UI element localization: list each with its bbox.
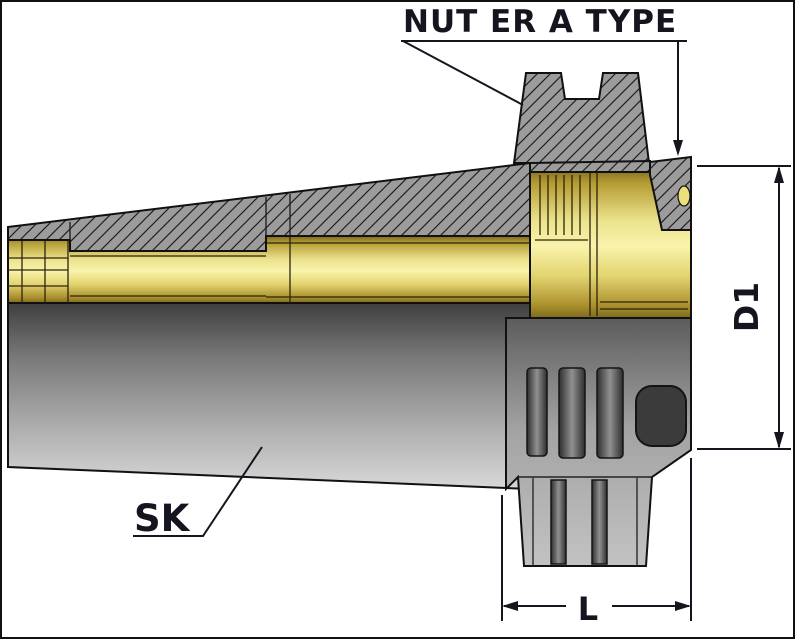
collet-seam-lines (589, 170, 598, 316)
flange-bore-lines (266, 236, 530, 303)
down-arrowhead-icon (774, 432, 784, 449)
mid-bore-lines (70, 255, 266, 297)
l-label: L (578, 590, 598, 628)
right-arrowhead-icon (675, 601, 691, 611)
bottom-edge-lines (532, 478, 638, 566)
thread-lines (535, 175, 588, 241)
hatch-cone-shape (7, 161, 531, 252)
bottom-slot-1 (550, 479, 567, 565)
sk-leader-line (133, 446, 263, 537)
taper-body (7, 302, 531, 491)
er-nut-body (505, 317, 692, 567)
bottom-slot-2 (591, 479, 608, 565)
wrench-slot-1 (526, 367, 548, 457)
nut-bore-lines (600, 301, 688, 310)
d1-label: D1 (727, 282, 766, 332)
nut-top-strip (529, 159, 651, 173)
nose-thread-lines (8, 257, 68, 287)
wrench-slot-3 (596, 367, 624, 459)
nose-step-lines (21, 240, 69, 303)
locking-ball-detail (677, 185, 691, 207)
wrench-slot-2 (558, 367, 586, 459)
down-arrowhead-icon (673, 140, 683, 156)
nut-callout-leader (401, 40, 687, 156)
dimension-d1 (697, 165, 791, 450)
hatch-step-lines (69, 194, 291, 240)
sk-callout (133, 446, 263, 537)
wrench-recess (635, 385, 687, 447)
up-arrowhead-icon (774, 166, 784, 183)
nut-right-section (649, 155, 692, 231)
section-hatch-cone (7, 161, 531, 252)
castellation-shape (512, 72, 651, 164)
sk-label: SK (134, 497, 191, 540)
callout-leader-line (402, 40, 524, 106)
dimension-l (501, 458, 692, 621)
nut-castellation (512, 72, 692, 231)
left-arrowhead-icon (502, 601, 518, 611)
nut-type-label: NUT ER A TYPE (403, 4, 677, 40)
taper-body-shape (7, 302, 531, 491)
